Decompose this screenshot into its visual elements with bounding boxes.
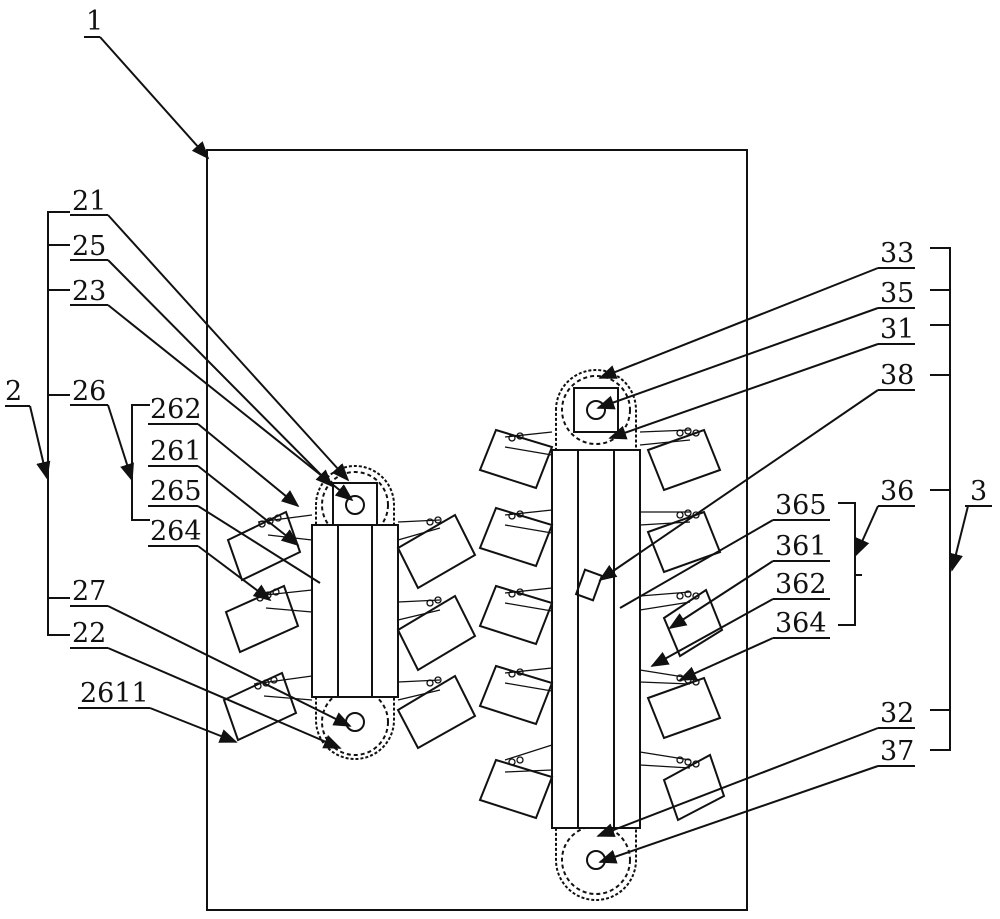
left-top-shaft	[345, 495, 365, 515]
label-38: 38	[880, 360, 914, 391]
label-2611: 2611	[80, 678, 149, 709]
label-31: 31	[880, 314, 914, 345]
right-tray-left-4	[478, 664, 554, 726]
right-tray-right-5	[639, 751, 726, 822]
left-bottom-shaft	[345, 712, 365, 732]
right-tray-right-2	[639, 509, 722, 574]
label-2: 2	[5, 376, 22, 407]
right-chain	[555, 369, 637, 901]
label-27: 27	[72, 576, 106, 607]
label-3: 3	[970, 476, 987, 507]
label-21: 21	[72, 186, 106, 217]
frame-housing	[206, 149, 748, 911]
right-tray-right-4	[639, 669, 722, 740]
label-33: 33	[880, 238, 914, 269]
label-261: 261	[150, 436, 202, 467]
label-264: 264	[150, 516, 202, 547]
label-23: 23	[72, 276, 106, 307]
right-assembly	[478, 369, 726, 901]
label-22: 22	[72, 618, 106, 649]
right-tray-right-1	[639, 427, 722, 492]
right-bottom-shaft	[586, 850, 606, 870]
left-assembly	[222, 465, 477, 760]
right-tray-left-2	[478, 506, 554, 568]
right-tray-left-5	[478, 744, 554, 820]
label-362: 362	[775, 569, 827, 600]
label-361: 361	[775, 531, 827, 562]
right-drive-block	[574, 568, 604, 602]
right-bottom-sprocket	[561, 825, 631, 895]
label-262: 262	[150, 394, 202, 425]
right-rail-plate	[551, 449, 641, 829]
label-32: 32	[880, 698, 914, 729]
label-365: 365	[775, 490, 827, 521]
right-callout-group: 3 33 35 31 38 36 365 361 362 364 32	[596, 238, 992, 864]
label-37: 37	[880, 736, 914, 767]
left-tray-inner-3	[396, 674, 477, 750]
label-1: 1	[86, 6, 103, 37]
label-36: 36	[880, 476, 914, 507]
right-tray-left-1	[478, 428, 554, 490]
left-callout-group: 2 21 25 23 26 262 261 265 264 27 22	[5, 186, 354, 749]
label-265: 265	[150, 476, 202, 507]
label-26: 26	[72, 376, 106, 407]
right-top-shaft	[586, 400, 606, 420]
left-rail-plate	[311, 524, 399, 698]
label-364: 364	[775, 608, 827, 639]
label-35: 35	[880, 278, 914, 309]
left-tray-inner-2	[396, 594, 477, 672]
label-25: 25	[72, 231, 106, 262]
right-tray-left-3	[478, 584, 554, 646]
right-top-sprocket	[561, 375, 631, 445]
left-tray-outer-2	[224, 584, 313, 654]
right-tray-right-3	[639, 588, 724, 658]
left-tray-inner-1	[396, 513, 477, 590]
right-top-bearing-block	[573, 387, 619, 433]
